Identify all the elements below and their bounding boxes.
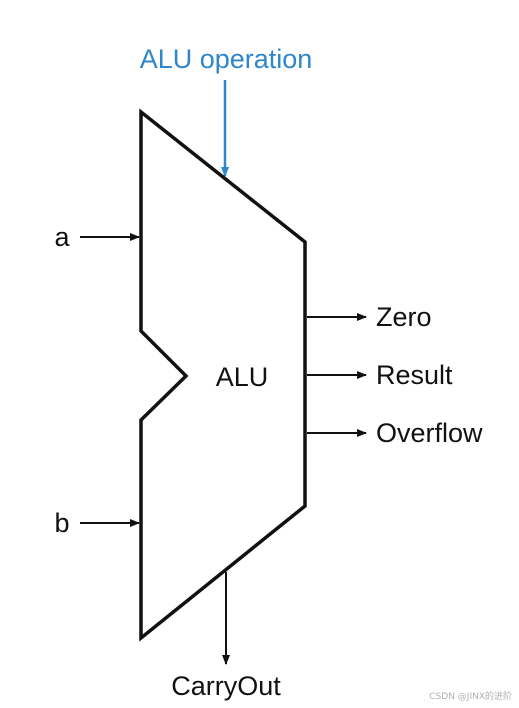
alu-operation-label: ALU operation — [140, 44, 313, 74]
input-b-label: b — [54, 508, 69, 538]
watermark-text: CSDN @JINX的进阶 — [429, 690, 512, 702]
zero-output-label: Zero — [376, 302, 432, 332]
result-output-label: Result — [376, 360, 453, 390]
carryout-label: CarryOut — [171, 671, 281, 701]
alu-block — [139, 108, 307, 642]
input-a-label: a — [54, 222, 70, 252]
overflow-output-label: Overflow — [376, 418, 483, 448]
alu-block-label: ALU — [216, 362, 269, 392]
